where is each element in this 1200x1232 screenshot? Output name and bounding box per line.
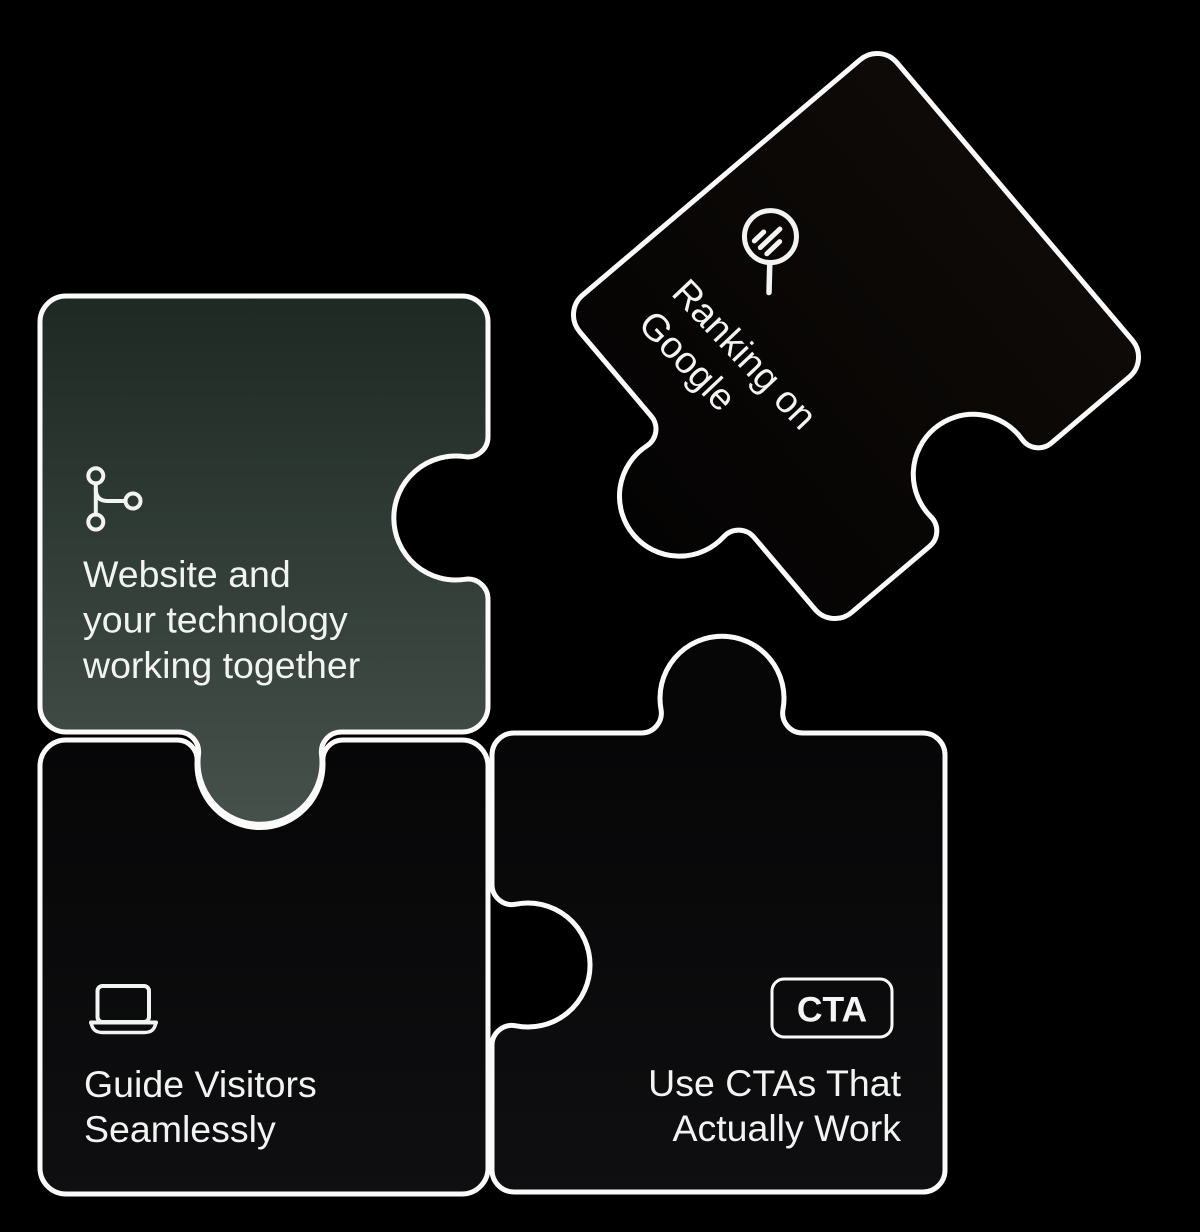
svg-text:your technology: your technology xyxy=(83,599,348,641)
svg-text:CTA: CTA xyxy=(797,990,867,1030)
svg-text:Guide Visitors: Guide Visitors xyxy=(84,1063,317,1105)
svg-text:working together: working together xyxy=(82,644,360,686)
svg-text:Website and: Website and xyxy=(83,553,291,595)
svg-text:Seamlessly: Seamlessly xyxy=(84,1108,276,1150)
svg-text:Use CTAs That: Use CTAs That xyxy=(648,1062,901,1104)
svg-text:Actually Work: Actually Work xyxy=(672,1107,901,1149)
